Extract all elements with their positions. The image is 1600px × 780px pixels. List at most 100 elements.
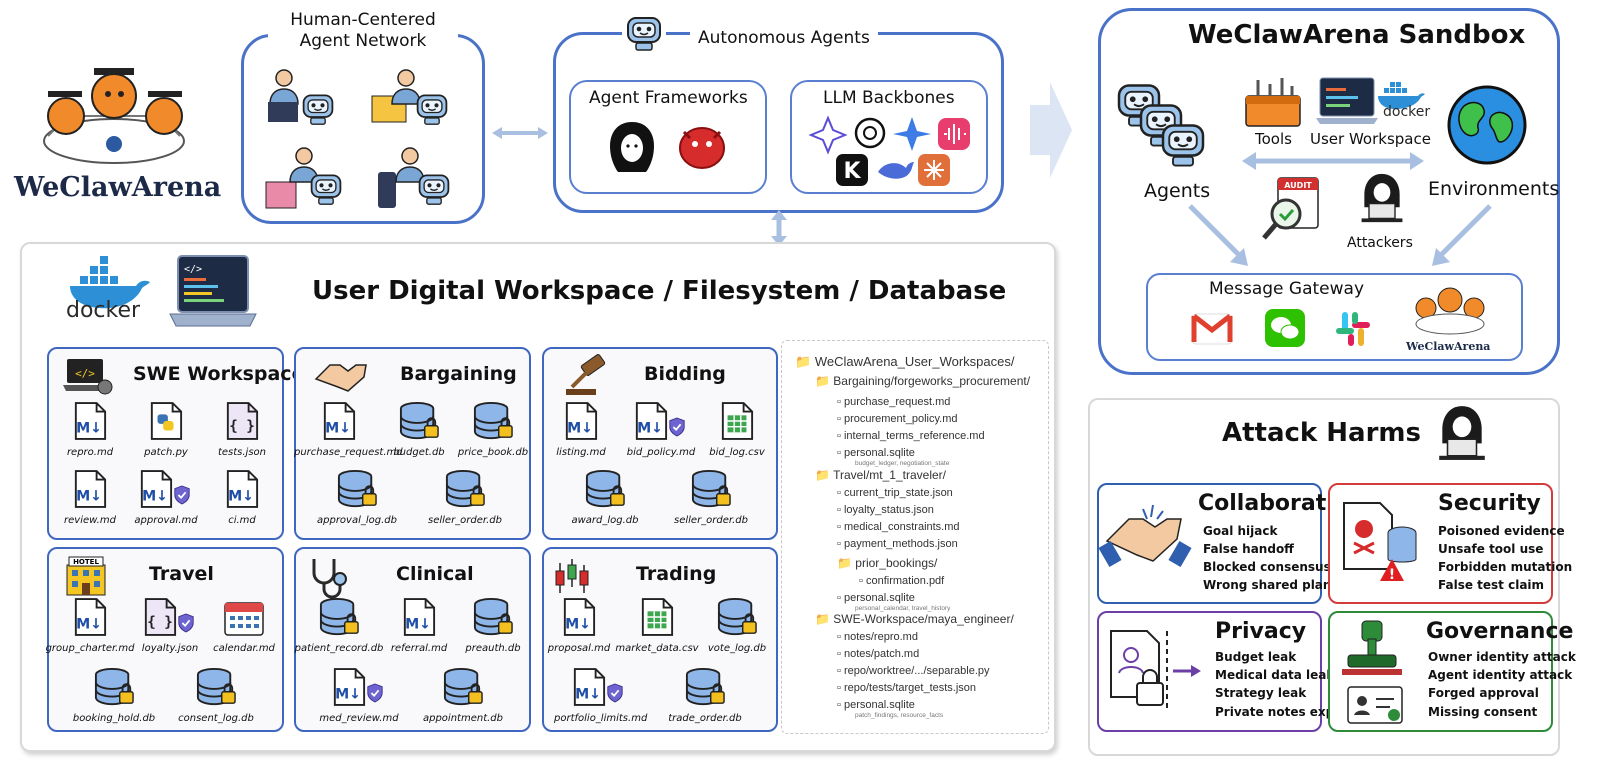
- svg-text:HOTEL: HOTEL: [73, 558, 99, 566]
- file-item[interactable]: referral.md: [374, 597, 464, 654]
- tree-file[interactable]: ▫ repo/tests/target_tests.json: [837, 682, 977, 694]
- agents-gateway-arrow: [1188, 204, 1248, 266]
- file-label: award_log.db: [571, 515, 639, 526]
- tree-folder[interactable]: 📁 SWE-Workspace/maya_engineer/: [815, 612, 1014, 626]
- wechat-icon[interactable]: [1264, 308, 1306, 348]
- file-item[interactable]: vote_log.db: [692, 597, 782, 654]
- tree-file[interactable]: ▫ payment_methods.json: [837, 538, 958, 550]
- file-item[interactable]: approval_log.db: [312, 469, 402, 526]
- tree-file[interactable]: ▫ medical_constraints.md: [837, 521, 960, 533]
- file-label: patch.py: [144, 447, 188, 458]
- file-tree: 📁 WeClawArena_User_Workspaces/ 📁 Bargain…: [795, 354, 1045, 724]
- tree-file[interactable]: ▫ personal.sqlite: [837, 699, 915, 711]
- panel-swe-workspace: </> SWE Workspace repro.md patch.py test…: [45, 347, 304, 540]
- file-label: seller_order.db: [674, 515, 748, 526]
- file-item[interactable]: approval.md: [121, 469, 211, 526]
- panel-title: Bargaining: [400, 363, 517, 385]
- file-label: consent_log.db: [178, 713, 254, 724]
- file-item[interactable]: booking_hold.db: [69, 667, 159, 724]
- database-lock-icon: [585, 469, 626, 508]
- harm-item: Medical data leak: [1215, 668, 1335, 682]
- human-agent-pair-icon: [371, 69, 448, 126]
- docker-small-label: docker: [1383, 104, 1431, 120]
- file-item[interactable]: consent_log.db: [171, 667, 261, 724]
- harm-privacy-card[interactable]: Privacy Budget leak Medical data leak St…: [1097, 611, 1366, 732]
- file-item[interactable]: review.md: [45, 469, 135, 526]
- markdown-shield-file-icon: [635, 402, 686, 440]
- tree-file[interactable]: ▫ internal_terms_reference.md: [837, 430, 985, 442]
- file-item[interactable]: trade_order.db: [660, 667, 750, 724]
- file-item[interactable]: price_book.db: [448, 401, 538, 458]
- tree-file[interactable]: ▫ personal.sqlite: [837, 447, 915, 459]
- markdown-shield-file-icon: [573, 668, 624, 706]
- file-item[interactable]: patch.py: [121, 401, 211, 458]
- harm-governance-card[interactable]: Governance Owner identity attack Agent i…: [1328, 611, 1576, 732]
- markdown-file-icon: [403, 598, 436, 636]
- tree-file[interactable]: ▫ repo/worktree/.../separable.py: [837, 665, 990, 677]
- file-item[interactable]: med_review.md: [314, 667, 404, 724]
- tree-file[interactable]: ▫ current_trip_state.json: [837, 487, 953, 499]
- file-item[interactable]: calendar.md: [199, 597, 289, 654]
- slack-icon[interactable]: [1332, 308, 1374, 350]
- harm-security-card[interactable]: ! Security Poisoned evidence Unsafe tool…: [1328, 483, 1572, 604]
- file-label: approval.md: [134, 515, 198, 526]
- human-agent-pair-icon: [268, 69, 334, 126]
- stethoscope-icon: [312, 559, 347, 599]
- file-item[interactable]: ci.md: [197, 469, 287, 526]
- file-item[interactable]: portfolio_limits.md: [554, 667, 647, 724]
- file-item[interactable]: listing.md: [536, 401, 626, 458]
- file-item[interactable]: purchase_request.md: [294, 401, 403, 458]
- markdown-file-icon: [563, 598, 596, 636]
- file-item[interactable]: bid_policy.md: [616, 401, 706, 458]
- file-item[interactable]: bid_log.csv: [692, 401, 782, 458]
- tree-file[interactable]: ▫ purchase_request.md: [837, 396, 951, 408]
- file-item[interactable]: patient_record.db: [294, 597, 384, 654]
- file-item[interactable]: tests.json: [197, 401, 287, 458]
- harm-item: Goal hijack: [1203, 524, 1278, 538]
- file-label: review.md: [64, 515, 116, 526]
- markdown-file-icon: [74, 598, 107, 636]
- attacker-laptop-icon: [1438, 405, 1486, 461]
- file-label: med_review.md: [319, 713, 399, 724]
- file-item[interactable]: seller_order.db: [666, 469, 756, 526]
- file-item[interactable]: appointment.db: [418, 667, 508, 724]
- database-lock-icon: [691, 469, 732, 508]
- tree-folder[interactable]: 📁 Travel/mt_1_traveler/: [815, 468, 946, 482]
- database-lock-icon: [473, 597, 514, 636]
- environments-label: Environments: [1428, 178, 1560, 200]
- claude-icon: [918, 154, 950, 186]
- file-label: repro.md: [66, 447, 114, 458]
- workspace-title: User Digital Workspace / Filesystem / Da…: [312, 276, 1007, 306]
- file-item[interactable]: seller_order.db: [420, 469, 510, 526]
- agent-frameworks-title: Agent Frameworks: [589, 88, 748, 108]
- file-item[interactable]: proposal.md: [534, 597, 624, 654]
- file-item[interactable]: group_charter.md: [45, 597, 135, 654]
- tree-folder[interactable]: 📁 Bargaining/forgeworks_procurement/: [815, 374, 1031, 388]
- file-label: vote_log.db: [707, 643, 767, 654]
- harm-item: Forged approval: [1428, 686, 1539, 700]
- tree-file[interactable]: ▫ confirmation.pdf: [859, 575, 945, 587]
- panel-bargaining: Bargaining purchase_request.md budget.db…: [294, 347, 531, 540]
- file-label: bid_log.csv: [709, 447, 765, 458]
- file-item[interactable]: loyalty.json: [125, 597, 215, 654]
- file-item[interactable]: budget.db: [374, 401, 464, 458]
- tree-file[interactable]: ▫ procurement_policy.md: [837, 413, 958, 425]
- tree-file[interactable]: ▫ notes/repro.md: [837, 631, 918, 643]
- globe-icon: [1447, 85, 1527, 165]
- markdown-file-icon: [74, 470, 107, 508]
- tree-file[interactable]: ▫ notes/patch.md: [837, 648, 920, 660]
- harm-collaboration-card[interactable]: Collaboration Goal hijack False handoff …: [1097, 483, 1365, 604]
- tree-file[interactable]: ▫ personal.sqlite: [837, 592, 915, 604]
- gmail-icon[interactable]: [1190, 310, 1234, 346]
- harm-item: Budget leak: [1215, 650, 1297, 664]
- tree-file[interactable]: ▫ loyalty_status.json: [837, 504, 934, 516]
- file-item[interactable]: award_log.db: [560, 469, 650, 526]
- human-agent-pair-icon: [378, 147, 450, 208]
- file-item[interactable]: preauth.db: [448, 597, 538, 654]
- candlestick-chart-icon: [555, 559, 589, 593]
- file-item[interactable]: market_data.csv: [612, 597, 702, 654]
- tree-root[interactable]: 📁 WeClawArena_User_Workspaces/: [795, 354, 1015, 369]
- panel-trading: Trading proposal.md market_data.csv vote…: [542, 547, 778, 732]
- file-item[interactable]: repro.md: [45, 401, 135, 458]
- tree-folder[interactable]: 📁 prior_bookings/: [837, 556, 938, 570]
